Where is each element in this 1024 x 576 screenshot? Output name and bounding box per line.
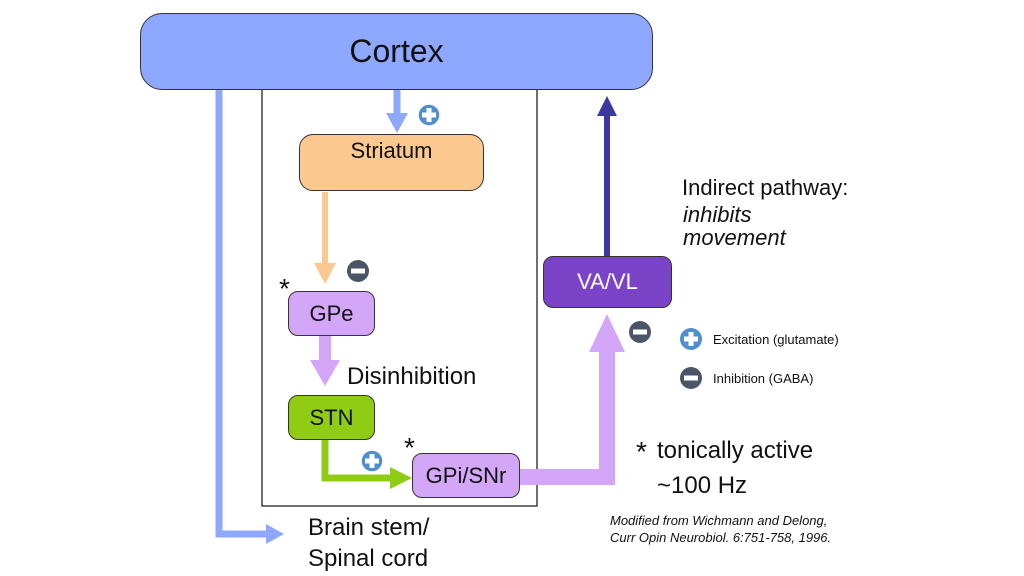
gpi-snr-label: GPi/SNr xyxy=(425,462,507,488)
tonic-label-line2: ~100 Hz xyxy=(657,472,748,499)
gpe-label: GPe xyxy=(309,300,354,326)
cortex-to-striatum-arrowhead xyxy=(386,113,408,133)
striatum-node: Striatum xyxy=(299,134,484,191)
cortex-to-brainstem-arrowhead xyxy=(266,524,284,544)
stn-label: STN xyxy=(309,404,354,430)
tonic-label-line1: tonically active xyxy=(657,437,814,464)
minus-sign-icon xyxy=(347,260,369,282)
legend-minus-icon xyxy=(680,367,702,389)
cortex-label: Cortex xyxy=(349,33,444,69)
striatum-to-gpe-arrowhead xyxy=(314,263,336,284)
gpi-asterisk: * xyxy=(404,432,415,463)
stn-to-gpi-arrowhead xyxy=(390,467,412,489)
va-vl-node: VA/VL xyxy=(543,256,672,308)
indirect-pathway-line1: inhibits xyxy=(683,202,752,227)
gpi-snr-node: GPi/SNr xyxy=(412,453,520,498)
striatum-label: Striatum xyxy=(350,138,433,163)
stn-node: STN xyxy=(288,395,375,440)
legend-excitation-label: Excitation (glutamate) xyxy=(713,332,839,347)
indirect-pathway-line2: movement xyxy=(683,225,786,250)
gpe-asterisk: * xyxy=(279,273,290,304)
indirect-pathway-title: Indirect pathway: xyxy=(682,175,849,200)
gpi-to-vavl-arrowhead xyxy=(589,314,625,352)
va-vl-label: VA/VL xyxy=(577,269,638,294)
tonic-asterisk: * xyxy=(636,436,647,467)
gpe-node: GPe xyxy=(288,291,375,336)
legend-plus-icon xyxy=(680,328,702,350)
cortex-node: Cortex xyxy=(140,13,653,90)
gpe-to-stn-arrowhead xyxy=(310,360,340,386)
citation-line1: Modified from Wichmann and Delong, xyxy=(610,513,828,528)
citation-line2: Curr Opin Neurobiol. 6:751-758, 1996. xyxy=(610,530,832,545)
minus-sign-icon xyxy=(629,321,651,343)
brainstem-label-line1: Brain stem/ xyxy=(308,514,430,541)
plus-sign-icon xyxy=(417,103,441,127)
cortex-to-brainstem-arrow xyxy=(215,88,268,538)
gpi-to-vavl-arrow xyxy=(520,348,615,485)
stn-to-gpi-arrow xyxy=(321,440,392,482)
disinhibition-label: Disinhibition xyxy=(347,363,477,390)
vavl-to-cortex-arrowhead xyxy=(597,96,617,116)
brainstem-label-line2: Spinal cord xyxy=(308,545,429,572)
legend-inhibition-label: Inhibition (GABA) xyxy=(713,371,814,386)
plus-sign-icon xyxy=(360,449,384,473)
